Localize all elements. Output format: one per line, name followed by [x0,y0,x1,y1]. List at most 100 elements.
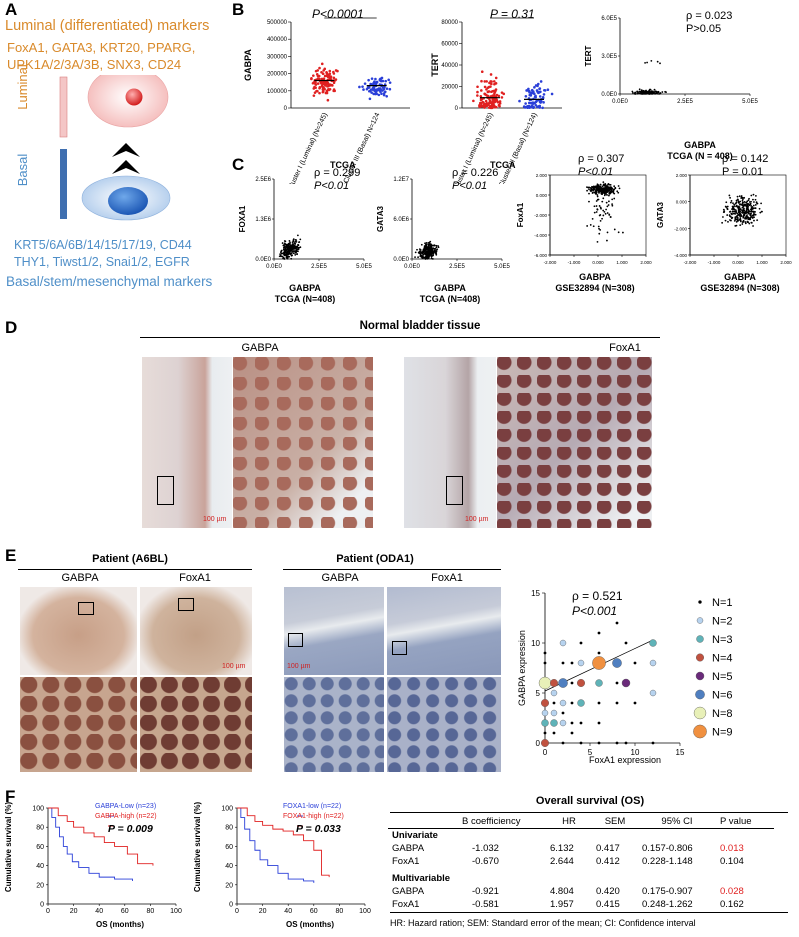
luminal-markers-title: Luminal (differentiated) markers [5,18,210,34]
data-point [539,80,543,83]
x-tick-label: -1.000 [568,260,581,265]
data-point [587,186,590,189]
panel-c-label: C [232,155,245,174]
data-point [741,199,744,202]
data-point [298,241,300,244]
data-point [747,216,749,219]
e2-label-gabpa: GABPA [321,572,359,584]
data-point [736,212,739,215]
y-tick-label: 6.0E5 [601,16,617,22]
data-point [724,205,727,208]
d-label-gabpa: GABPA [241,342,279,354]
data-point [543,88,546,92]
data-point [370,77,374,80]
data-point [595,190,598,193]
data-point [741,223,744,225]
data-point [388,81,392,84]
data-point [292,238,295,241]
e3-p: P<0.001 [572,604,618,618]
legend-marker [698,600,702,604]
data-point [613,228,616,231]
data-point [615,681,619,685]
data-point [314,80,317,84]
legend-label: N=4 [712,653,733,665]
data-point [742,201,744,204]
data-point [538,87,541,91]
x-tick-label: 0.000 [592,260,604,265]
x-tick-label: -1.000 [708,260,721,265]
data-point [284,253,287,256]
f2-legend-high: FOXA1-high (n=22) [283,813,344,820]
y-tick-label: -2.000 [674,226,687,231]
data-point [437,245,440,247]
data-point [592,225,595,228]
data-point [644,61,646,64]
data-point [535,99,538,103]
data-point [435,253,438,256]
os-cell: 0.412 [596,856,620,867]
data-point [731,216,734,219]
y-tick-label: 0 [229,902,233,909]
c1-p: P<0.01 [314,180,350,192]
data-point [431,254,434,257]
y-axis-label: FoxA1 [516,202,525,227]
data-point [624,741,628,745]
data-point [313,85,316,89]
c4-rho: ρ = 0.142 [722,153,769,165]
data-point [593,205,596,208]
x-tick-label: -2.000 [544,260,557,265]
x-tick-label: 0 [46,908,50,915]
os-header-row: B coefficiency HR SEM 95% CI P value [388,815,774,828]
data-point [528,93,532,97]
basal-nucleus [108,187,148,215]
luminal-markers-line1: FoxA1, GATA3, KRT20, PPARG, [7,40,196,55]
x-tick-label: 0.0E0 [612,99,628,105]
data-point [527,87,530,91]
data-point [756,219,759,222]
d-foxa1-inset-box [446,476,463,505]
data-point [638,92,641,95]
e1-foxa1-lowmag-image [140,587,252,675]
data-point [329,75,333,78]
data-point [591,192,594,194]
data-point [729,201,732,204]
os-cell: 0.162 [720,899,744,910]
data-point [420,243,423,246]
data-point [278,255,281,258]
data-point [321,87,325,91]
y-axis-label: GATA3 [376,205,385,231]
data-point [296,246,298,249]
patient-a6bl-title: Patient (A6BL) [92,553,168,565]
data-point [429,251,431,254]
data-point [597,188,600,191]
x-tick-label: 20 [259,908,267,915]
data-point [383,90,387,94]
data-point [570,681,574,685]
data-point [728,194,731,197]
luminal-nucleus [125,88,143,106]
data-point [476,85,479,89]
data-point [739,224,742,227]
data-point [479,95,483,98]
data-point [478,105,481,108]
f2-pvalue: P = 0.033 [296,823,341,835]
data-point [597,187,599,189]
data-point [747,203,750,205]
legend-marker [693,706,707,720]
data-point [737,198,739,201]
data-point [435,249,438,252]
data-point [424,242,426,245]
data-point [534,94,537,98]
data-point [721,221,724,224]
e3-legend: N=1N=2N=3N=4N=5N=6N=8N=9 [693,597,733,739]
data-point [325,71,328,74]
data-point [373,89,376,93]
data-point [602,183,605,186]
y-tick-label: 0.0E0 [393,257,409,263]
data-point [495,98,498,101]
data-point [732,206,735,208]
data-point [730,200,733,202]
data-point [659,92,662,94]
data-point [483,80,487,83]
